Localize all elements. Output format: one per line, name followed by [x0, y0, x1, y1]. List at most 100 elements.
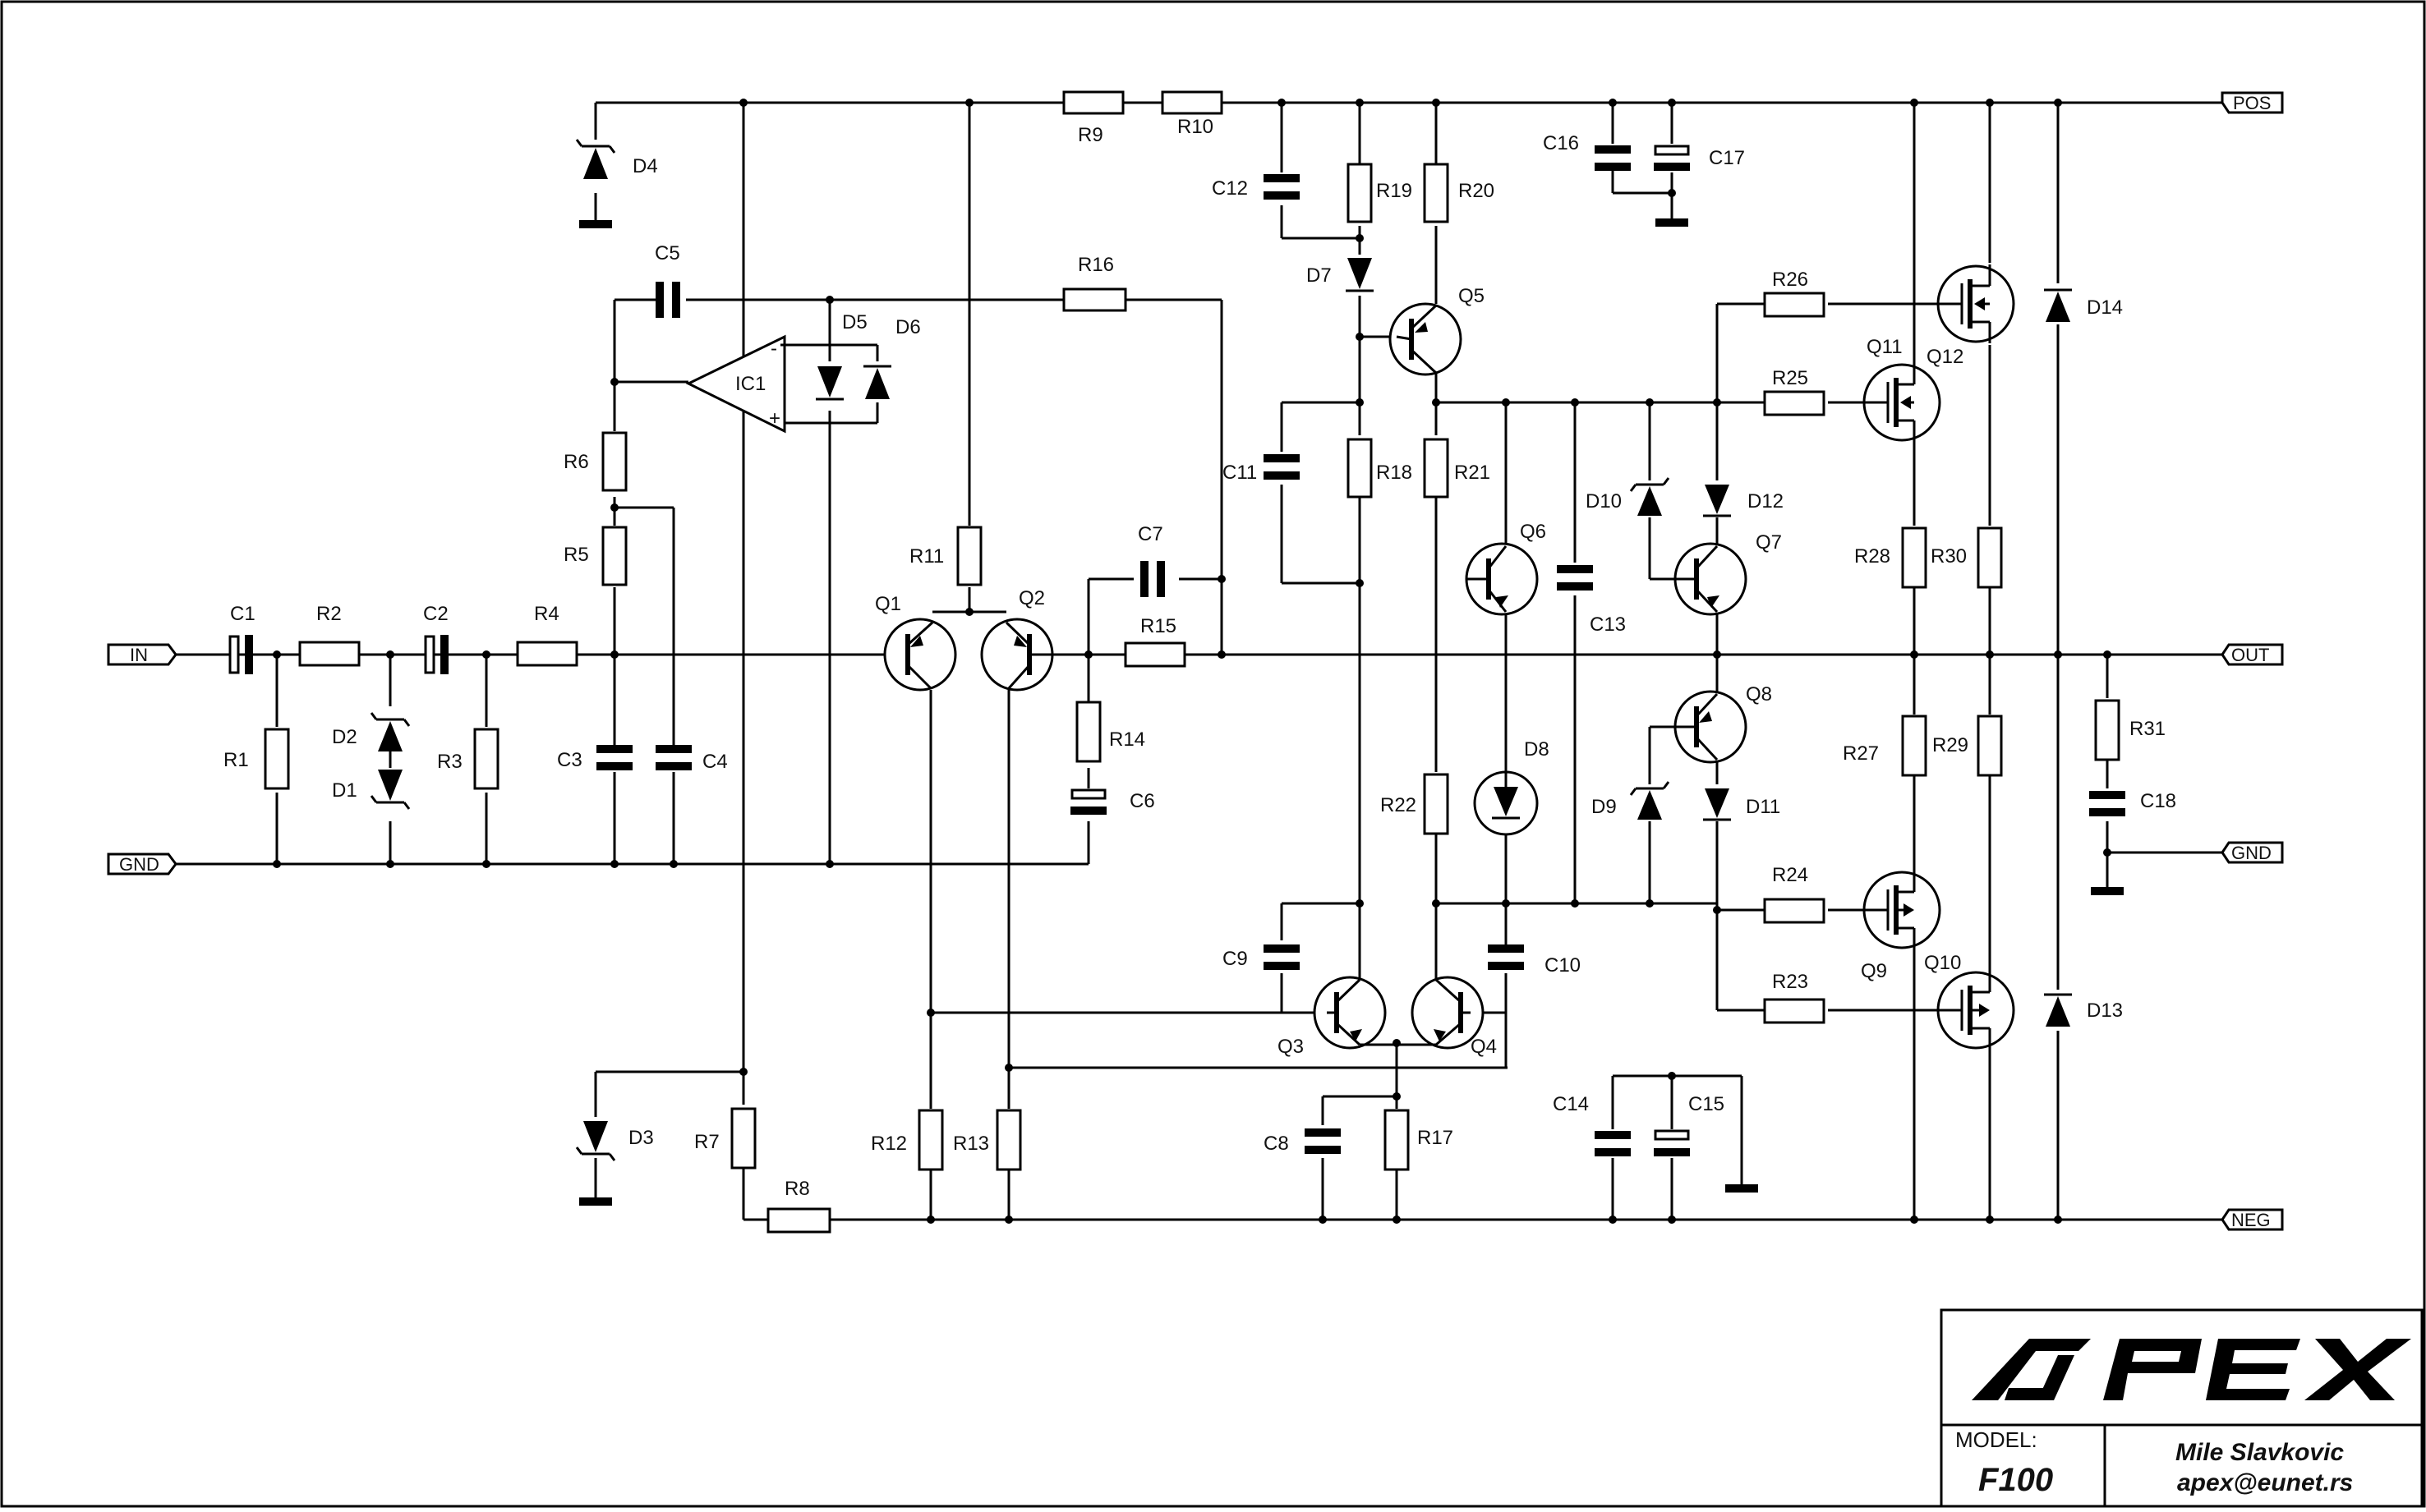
- diode-d11: [1703, 788, 1731, 821]
- diode-d1: [370, 770, 411, 810]
- label-c1: C1: [230, 603, 255, 625]
- resistor-r30: [1977, 526, 2003, 589]
- resistor-r4: [516, 641, 578, 667]
- capacitor-c4: [656, 745, 692, 770]
- apex-logo: [1972, 1339, 2411, 1400]
- diodes: [370, 139, 2072, 1161]
- label-r9: R9: [1078, 124, 1103, 146]
- capacitor-c8: [1305, 1128, 1341, 1154]
- label-r12: R12: [871, 1133, 907, 1155]
- diode-d7: [1346, 258, 1374, 292]
- label-d9: D9: [1591, 796, 1617, 818]
- label-r29: R29: [1932, 734, 1968, 756]
- label-q6: Q6: [1520, 521, 1546, 543]
- label-c6: C6: [1130, 790, 1155, 812]
- capacitor-c17: [1654, 145, 1690, 171]
- resistor-r17: [1383, 1109, 1410, 1171]
- label-q12: Q12: [1927, 346, 1963, 368]
- label-r31: R31: [2129, 718, 2166, 740]
- label-r17: R17: [1417, 1127, 1453, 1149]
- label-r13: R13: [953, 1133, 989, 1155]
- transistor-q5: [1388, 302, 1462, 376]
- label-r7: R7: [694, 1131, 720, 1153]
- label-r19: R19: [1376, 180, 1412, 202]
- capacitors: [176, 145, 2125, 1156]
- capacitor-c3: [596, 745, 633, 770]
- label-r2: R2: [316, 603, 342, 625]
- port-in-label: IN: [130, 645, 148, 665]
- resistor-r24: [1763, 898, 1825, 924]
- resistor-r16: [1062, 287, 1127, 312]
- label-d4: D4: [633, 155, 658, 177]
- label-c15: C15: [1688, 1093, 1724, 1115]
- label-c4: C4: [702, 751, 728, 773]
- diode-d14: [2044, 288, 2072, 322]
- resistor-r15: [1124, 641, 1186, 668]
- resistor-r20: [1423, 163, 1449, 223]
- label-r5: R5: [564, 544, 589, 566]
- component-labels: C1 R2 C2 R4 R1 D2 D1 R3 C3 C4 R6 R5 C5 D…: [223, 116, 2176, 1200]
- resistor-r12: [918, 1109, 944, 1171]
- resistor-r3: [473, 728, 499, 790]
- port-out: OUT: [2221, 643, 2284, 666]
- capacitor-c14: [1595, 1131, 1631, 1156]
- label-q4: Q4: [1471, 1036, 1497, 1058]
- label-q5: Q5: [1458, 285, 1485, 307]
- label-c8: C8: [1264, 1133, 1289, 1155]
- resistor-r10: [1161, 90, 1223, 115]
- ground-bar-c17: [1655, 218, 1688, 227]
- transistor-q8: [1673, 690, 1747, 764]
- diode-d5: [816, 366, 844, 401]
- label-d13: D13: [2087, 1000, 2123, 1022]
- resistor-r8: [766, 1207, 831, 1234]
- transistor-q6: [1465, 542, 1539, 616]
- label-c17: C17: [1709, 147, 1745, 169]
- label-r23: R23: [1772, 971, 1808, 993]
- label-d6: D6: [895, 316, 921, 338]
- resistor-r26: [1763, 292, 1825, 318]
- resistor-r1: [264, 728, 290, 790]
- label-r6: R6: [564, 451, 589, 473]
- mosfet-q12: [1936, 264, 2015, 343]
- label-d14: D14: [2087, 296, 2123, 319]
- label-c5: C5: [655, 242, 680, 264]
- label-r16: R16: [1078, 254, 1114, 276]
- label-d1: D1: [332, 779, 357, 802]
- label-ic1: IC1: [735, 373, 766, 395]
- label-c3: C3: [557, 749, 582, 771]
- label-r20: R20: [1458, 180, 1494, 202]
- diode-d13: [2044, 993, 2072, 1027]
- ground-bars: [579, 218, 2124, 1206]
- label-q8: Q8: [1746, 683, 1772, 705]
- diode-d6: [863, 365, 891, 399]
- diode-d2: [370, 712, 411, 768]
- resistor-r13: [996, 1109, 1022, 1171]
- label-c11: C11: [1222, 462, 1257, 484]
- capacitor-c13: [1557, 565, 1593, 591]
- transistor-q1: [883, 618, 957, 692]
- resistor-r19: [1346, 163, 1373, 223]
- diode-d4: [575, 139, 616, 179]
- port-flags: IN GND POS OUT GND NEG: [107, 91, 2284, 1231]
- label-r14: R14: [1109, 728, 1145, 751]
- label-r15: R15: [1140, 615, 1176, 637]
- ground-bar-c18: [2091, 887, 2124, 895]
- capacitor-c18: [2089, 791, 2125, 816]
- label-d11: D11: [1746, 796, 1780, 818]
- resistors: [264, 90, 2120, 1234]
- resistor-r28: [1901, 526, 1927, 589]
- diode-d12: [1703, 485, 1731, 517]
- label-r25: R25: [1772, 367, 1808, 389]
- resistor-r2: [298, 641, 361, 667]
- port-gnd-left-label: GND: [119, 854, 159, 875]
- author-name: Mile Slavkovic: [2175, 1439, 2344, 1466]
- resistor-r22: [1423, 773, 1449, 835]
- ground-bar-d4: [579, 220, 612, 228]
- label-r11: R11: [909, 545, 944, 568]
- label-q10: Q10: [1924, 952, 1961, 974]
- resistor-r9: [1062, 90, 1125, 115]
- junction-dots: [273, 99, 2111, 1224]
- diode-d3: [575, 1121, 616, 1161]
